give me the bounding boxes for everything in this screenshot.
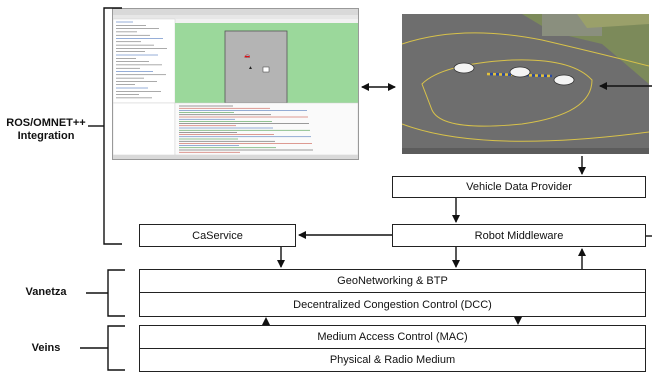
ros-omnet-integration-label: ROS/OMNET++ Integration	[6, 117, 86, 142]
svg-text:▲: ▲	[248, 65, 253, 71]
vanetza-label: Vanetza	[25, 286, 67, 298]
omnet-ide-illustration: 🚗 ▲	[113, 9, 358, 159]
feedback-arrow	[600, 86, 652, 237]
caservice-box: CaService	[139, 224, 296, 247]
vanetza-bracket	[86, 269, 125, 317]
omnet-ide-screenshot: 🚗 ▲	[112, 8, 359, 160]
mac-to-dcc-up-arrow	[262, 317, 270, 325]
veins-label: Veins	[31, 342, 61, 354]
geonetworking-btp-box: GeoNetworking & BTP	[139, 269, 646, 293]
dcc-box: Decentralized Congestion Control (DCC)	[139, 292, 646, 317]
physical-radio-medium-box: Physical & Radio Medium	[139, 348, 646, 372]
dcc-to-mac-down-arrow	[514, 317, 522, 325]
ros-omnet-bracket	[88, 7, 122, 245]
vehicle-data-provider-box: Vehicle Data Provider	[392, 176, 646, 198]
svg-text:🚗: 🚗	[244, 53, 250, 59]
robot-middleware-box: Robot Middleware	[392, 224, 646, 247]
veins-bracket	[80, 325, 125, 371]
